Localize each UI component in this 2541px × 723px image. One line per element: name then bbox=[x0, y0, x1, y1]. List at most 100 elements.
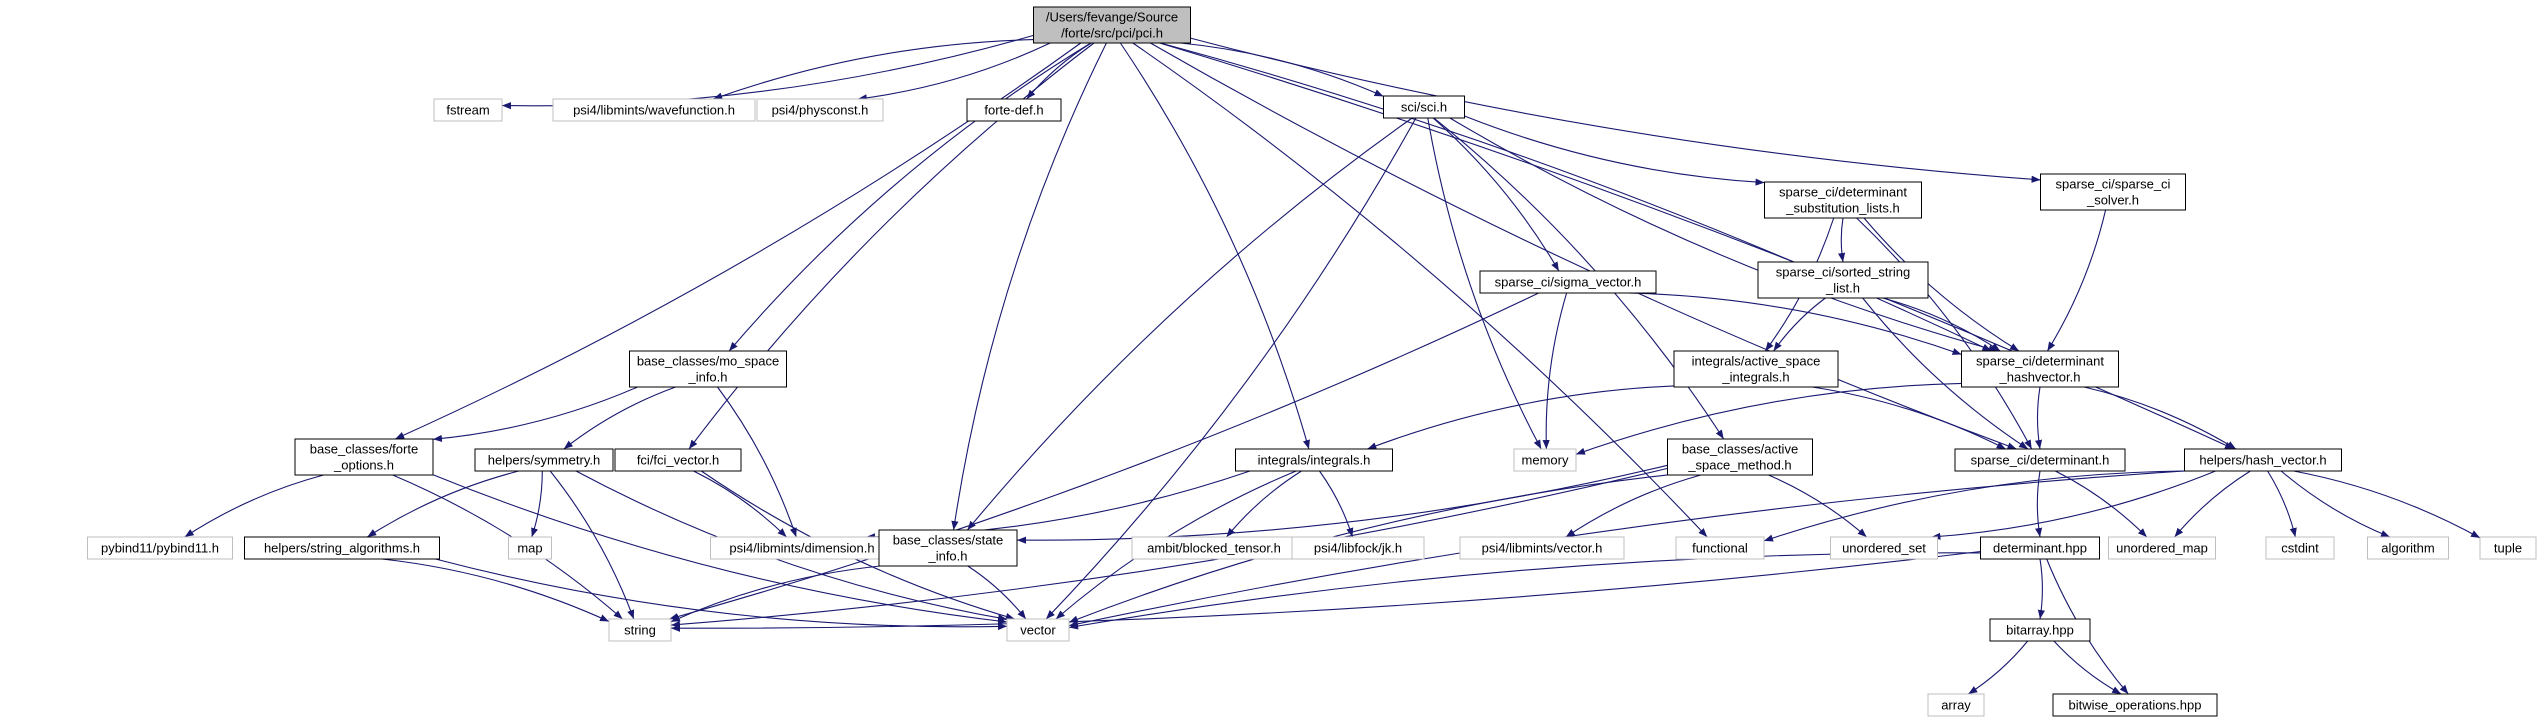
node-label: psi4/libfock/jk.h bbox=[1314, 541, 1402, 556]
edge-detsubst-to-sortedstring bbox=[1838, 217, 1846, 263]
edge-determinanthpp-to-bitarray bbox=[2037, 558, 2045, 620]
node-label: helpers/symmetry.h bbox=[488, 453, 600, 468]
edge-scih-to-vector bbox=[1045, 117, 1417, 620]
node-stringalg[interactable]: helpers/string_algorithms.h bbox=[244, 536, 440, 560]
node-vectorh: psi4/libmints/vector.h bbox=[1459, 536, 1625, 560]
edge-sigmavector-to-memory bbox=[1542, 292, 1568, 450]
node-functional: functional bbox=[1675, 536, 1765, 560]
edge-stringalg-to-vector bbox=[435, 558, 1008, 631]
node-label: psi4/libmints/vector.h bbox=[1482, 541, 1603, 556]
node-sparsesolver[interactable]: sparse_ci/sparse_ci_solver.h bbox=[2040, 173, 2186, 211]
node-box bbox=[244, 536, 440, 560]
node-fortedef[interactable]: forte-def.h bbox=[966, 98, 1062, 122]
node-dethash[interactable]: sparse_ci/determinant_hashvector.h bbox=[1961, 350, 2119, 388]
node-sigmavector[interactable]: sparse_ci/sigma_vector.h bbox=[1479, 270, 1657, 294]
node-box bbox=[1830, 536, 1938, 560]
node-label: psi4/libmints/wavefunction.h bbox=[573, 103, 735, 118]
node-mospace[interactable]: base_classes/mo_space_info.h bbox=[629, 350, 787, 388]
node-box bbox=[294, 438, 434, 476]
node-box bbox=[966, 98, 1062, 122]
edge-detsubst-to-determinanth bbox=[1856, 217, 2033, 450]
node-bitarray[interactable]: bitarray.hpp bbox=[1989, 618, 2091, 642]
node-box bbox=[1235, 448, 1393, 472]
node-sortedstring[interactable]: sparse_ci/sorted_string_list.h bbox=[1757, 261, 1929, 299]
node-label: tuple bbox=[2494, 541, 2522, 556]
edges-layer bbox=[184, 34, 2481, 695]
node-determinanth[interactable]: sparse_ci/determinant.h bbox=[1954, 448, 2126, 472]
edge-symmetry-to-vector bbox=[575, 470, 1008, 622]
node-map: map bbox=[508, 536, 552, 560]
node-label: _solver.h bbox=[2086, 193, 2139, 208]
node-label: map bbox=[517, 541, 542, 556]
edge-sortedstring-to-dethash bbox=[1882, 297, 2001, 352]
node-box bbox=[2367, 536, 2449, 560]
node-hashvector[interactable]: helpers/hash_vector.h bbox=[2184, 448, 2342, 472]
node-symmetry[interactable]: helpers/symmetry.h bbox=[474, 448, 614, 472]
node-label: array bbox=[1941, 698, 1971, 713]
edge-root-to-wavefunction bbox=[713, 39, 1034, 100]
node-forteoptions[interactable]: base_classes/forte_options.h bbox=[294, 438, 434, 476]
node-box bbox=[1673, 350, 1839, 388]
node-label: unordered_map bbox=[2116, 541, 2208, 556]
edge-root-to-hashvector bbox=[1159, 42, 2235, 450]
edge-fcivector-to-dimension bbox=[693, 470, 787, 538]
node-label: base_classes/mo_space bbox=[637, 354, 779, 369]
node-determinanthpp[interactable]: determinant.hpp bbox=[1980, 536, 2100, 560]
node-label: algorithm bbox=[2381, 541, 2434, 556]
node-box bbox=[2052, 693, 2218, 717]
node-label: sparse_ci/sorted_string bbox=[1776, 265, 1910, 280]
node-cstdint: cstdint bbox=[2265, 536, 2335, 560]
node-label: helpers/hash_vector.h bbox=[2199, 453, 2326, 468]
node-label: memory bbox=[1522, 453, 1569, 468]
node-box bbox=[1006, 618, 1070, 642]
node-box bbox=[1513, 448, 1577, 472]
edge-scih-to-detsubst bbox=[1464, 115, 1765, 186]
edge-root-to-physconst bbox=[857, 42, 1051, 102]
node-unorderedmap: unordered_map bbox=[2108, 536, 2216, 560]
edge-sortedstring-to-determinanth bbox=[1862, 297, 2029, 450]
node-label: psi4/physconst.h bbox=[772, 103, 869, 118]
node-box bbox=[1667, 438, 1813, 476]
node-blocked: ambit/blocked_tensor.h bbox=[1131, 536, 1297, 560]
node-label: fci/fci_vector.h bbox=[637, 453, 719, 468]
edge-stateinfo-to-vector bbox=[967, 565, 1027, 620]
node-jk: psi4/libfock/jk.h bbox=[1291, 536, 1425, 560]
node-fcivector[interactable]: fci/fci_vector.h bbox=[614, 448, 742, 472]
node-box bbox=[1675, 536, 1765, 560]
node-stateinfo[interactable]: base_classes/state_info.h bbox=[878, 529, 1018, 567]
node-label: integrals/integrals.h bbox=[1258, 453, 1371, 468]
node-box bbox=[2479, 536, 2537, 560]
edge-hashvector-to-algorithm bbox=[2280, 470, 2391, 538]
node-box bbox=[1383, 95, 1465, 119]
edge-root-to-integrals bbox=[1119, 42, 1310, 450]
node-integrals[interactable]: integrals/integrals.h bbox=[1235, 448, 1393, 472]
node-memory: memory bbox=[1513, 448, 1577, 472]
edge-root-to-mospace bbox=[728, 42, 1092, 352]
node-physconst: psi4/physconst.h bbox=[756, 98, 884, 122]
node-tuple: tuple bbox=[2479, 536, 2537, 560]
node-label: sparse_ci/determinant.h bbox=[1971, 453, 2110, 468]
node-detsubst[interactable]: sparse_ci/determinant_substitution_lists… bbox=[1764, 181, 1922, 219]
edge-forteoptions-to-vector bbox=[432, 474, 1008, 625]
node-label: base_classes/forte bbox=[310, 442, 418, 457]
edge-forteoptions-to-pybind bbox=[184, 474, 324, 538]
node-activemethod[interactable]: base_classes/active_space_method.h bbox=[1667, 438, 1813, 476]
edge-activemethod-to-stateinfo bbox=[1016, 464, 1668, 544]
node-box bbox=[1961, 350, 2119, 388]
node-fstream: fstream bbox=[433, 98, 503, 122]
node-root[interactable]: /Users/fevange/Source/forte/src/pci/pci.… bbox=[1033, 6, 1191, 44]
node-scih[interactable]: sci/sci.h bbox=[1383, 95, 1465, 119]
edge-determinanthpp-to-string bbox=[670, 550, 1981, 632]
node-bitwise[interactable]: bitwise_operations.hpp bbox=[2052, 693, 2218, 717]
edge-hashvector-to-vector bbox=[1068, 470, 2185, 628]
edge-bitarray-to-array bbox=[1968, 640, 2029, 695]
edge-root-to-determinanth bbox=[1150, 42, 2017, 450]
node-unorderedset: unordered_set bbox=[1830, 536, 1938, 560]
node-label: functional bbox=[1692, 541, 1748, 556]
node-activeint[interactable]: integrals/active_space_integrals.h bbox=[1673, 350, 1839, 388]
node-label: sparse_ci/sigma_vector.h bbox=[1495, 275, 1642, 290]
node-label: /forte/src/pci/pci.h bbox=[1061, 26, 1163, 41]
node-box bbox=[552, 98, 756, 122]
node-box bbox=[2265, 536, 2335, 560]
